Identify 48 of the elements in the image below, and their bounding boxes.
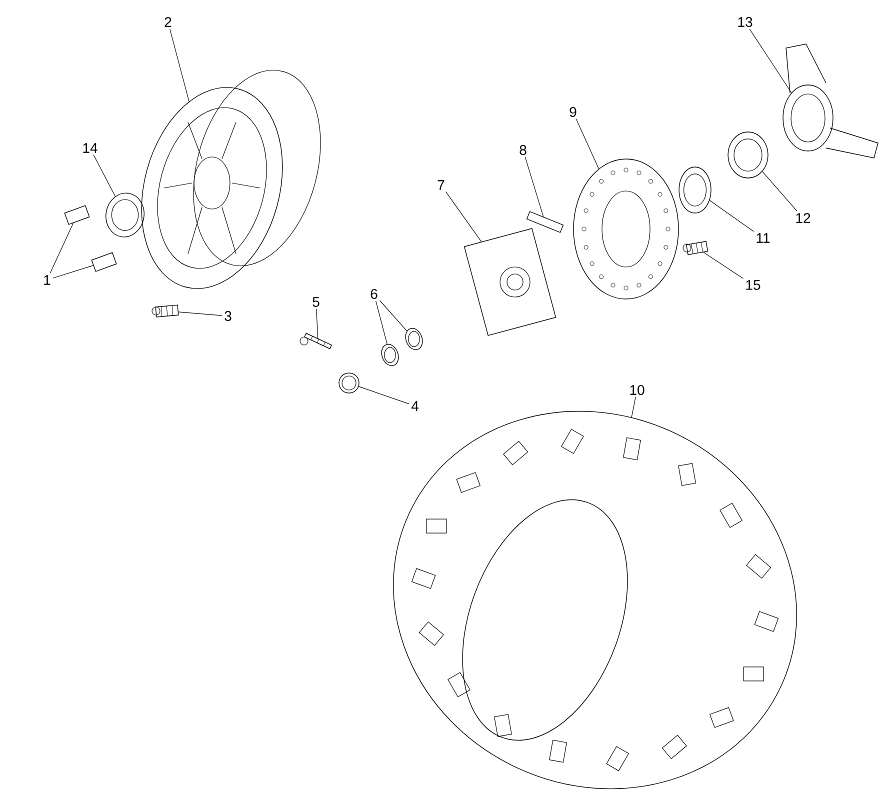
knuckle-drawing xyxy=(782,44,878,158)
leader-line xyxy=(631,396,636,418)
hub-drawing xyxy=(464,228,556,336)
callout-number: 12 xyxy=(796,213,810,223)
washer-drawing xyxy=(381,344,399,366)
leader-line xyxy=(52,265,94,278)
callout-number: 3 xyxy=(224,311,232,321)
leader-line xyxy=(709,200,754,232)
callout-number: 10 xyxy=(630,385,644,395)
leader-line xyxy=(446,192,482,242)
stud-drawing xyxy=(91,252,117,272)
callout-number: 9 xyxy=(570,107,576,117)
nut-drawing xyxy=(338,372,360,394)
callout-number: 14 xyxy=(83,143,98,153)
callout-number: 8 xyxy=(520,145,526,155)
leader-line xyxy=(170,28,190,102)
leader-line xyxy=(50,222,74,274)
valve-stem-drawing xyxy=(152,304,179,318)
callout-number: 6 xyxy=(370,289,378,299)
callout-number: 11 xyxy=(756,233,770,243)
leader-line xyxy=(316,308,318,339)
bearing-drawing xyxy=(106,192,144,238)
cotter-pin-drawing xyxy=(300,332,332,350)
callout-number: 1 xyxy=(44,275,50,285)
leader-line xyxy=(749,28,792,94)
washer-drawing xyxy=(405,328,423,350)
wheel-stud-drawing xyxy=(526,211,564,233)
leader-line xyxy=(380,300,408,332)
leader-line xyxy=(576,118,600,170)
leader-line xyxy=(703,252,744,279)
leader-line xyxy=(358,386,410,404)
brake-disc-drawing xyxy=(573,158,679,300)
leader-line xyxy=(524,156,544,217)
callout-number: 7 xyxy=(438,180,444,190)
callout-number: 4 xyxy=(411,401,418,411)
stud-drawing xyxy=(64,205,90,225)
callout-number: 15 xyxy=(746,280,760,290)
leader-line xyxy=(376,300,388,344)
wheel-rim-drawing xyxy=(141,70,321,289)
leader-line xyxy=(762,171,798,212)
snap-ring-drawing xyxy=(678,166,712,214)
callout-number: 5 xyxy=(312,297,320,307)
tire-drawing xyxy=(393,411,797,789)
leader-line xyxy=(178,312,222,316)
leader-line xyxy=(93,154,116,197)
bearing-drawing xyxy=(728,132,768,178)
callout-number: 13 xyxy=(738,17,752,27)
callout-number: 2 xyxy=(164,17,172,27)
